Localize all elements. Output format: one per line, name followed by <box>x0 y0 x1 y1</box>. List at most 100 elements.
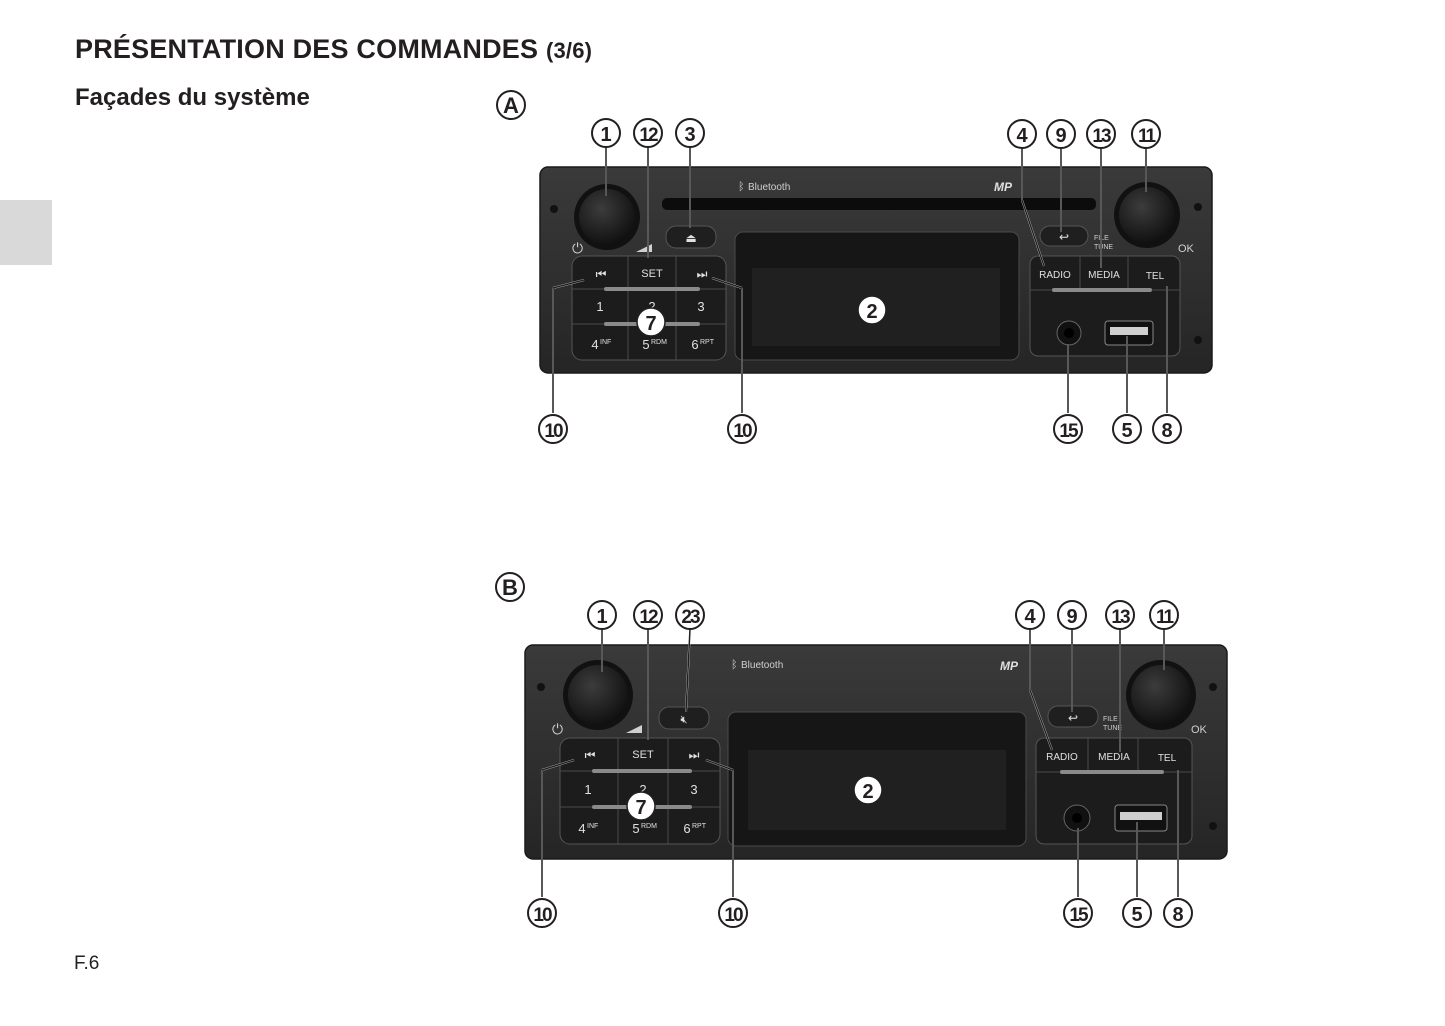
callout-number: 11 <box>1138 126 1157 147</box>
page-number: F.6 <box>74 953 100 974</box>
prev-track-icon[interactable]: ⏮ <box>596 267 607 281</box>
preset-6-sub: RPT <box>692 823 707 830</box>
preset-keypad <box>559 737 721 845</box>
preset-2-button[interactable]: 2 <box>639 782 646 797</box>
callout-number: 1 <box>596 606 607 628</box>
callout-number: 5 <box>1131 904 1142 926</box>
power-icon: ⏻ <box>572 240 583 256</box>
select-knob[interactable] <box>1119 187 1175 243</box>
mute-button[interactable] <box>658 706 710 730</box>
set-button[interactable]: SET <box>632 749 654 761</box>
callout-number: 1 <box>600 124 611 146</box>
callout: 9 <box>1057 600 1087 630</box>
preset-5-button[interactable]: 5 <box>642 337 649 352</box>
callout: 10 <box>727 414 757 444</box>
screw-icon <box>1209 822 1217 830</box>
ok-label: OK <box>1178 243 1195 255</box>
prev-track-icon[interactable]: ⏮ <box>585 748 596 762</box>
callout: 3 <box>675 118 705 148</box>
preset-5-sub: RDM <box>651 339 667 346</box>
callout-number: 5 <box>1121 420 1132 442</box>
callout: 2 <box>853 775 883 805</box>
screw-icon <box>537 683 545 691</box>
media-button[interactable]: MEDIA <box>1088 270 1120 281</box>
section-subtitle: Façades du système <box>75 84 310 111</box>
callout: 2 <box>857 295 887 325</box>
preset-4-button[interactable]: 4 <box>591 337 598 352</box>
tel-button[interactable]: TEL <box>1158 753 1177 764</box>
callout: 1 <box>591 118 621 148</box>
figure-label: A <box>503 93 519 118</box>
tune-label: TUNE <box>1094 244 1113 251</box>
callout: 10 <box>718 898 748 928</box>
tune-label: TUNE <box>1103 725 1122 732</box>
volume-knob[interactable] <box>568 665 628 725</box>
next-track-icon[interactable]: ⏭ <box>689 748 700 762</box>
radio-unit: Bluetooth ᛒ MP ⏻ ⏏ ⏮ SET ⏭ 1 2 3 <box>539 166 1213 374</box>
bluetooth-icon: ᛒ <box>738 181 745 193</box>
next-track-icon[interactable]: ⏭ <box>697 267 708 281</box>
preset-4-sub: INF <box>587 823 598 830</box>
callout: 10 <box>538 414 568 444</box>
preset-6-button[interactable]: 6 <box>683 821 690 836</box>
preset-1-button[interactable]: 1 <box>584 782 591 797</box>
preset-4-button[interactable]: 4 <box>578 821 585 836</box>
set-button[interactable]: SET <box>641 268 663 280</box>
figure-b: B Bluetooth ᛒ MP ⏻ 🔇︎ ⏮ SET <box>495 572 1228 928</box>
callout: 8 <box>1163 898 1193 928</box>
callout-number: 10 <box>533 905 552 926</box>
preset-6-button[interactable]: 6 <box>691 337 698 352</box>
media-button[interactable]: MEDIA <box>1098 752 1130 763</box>
callout-number: 8 <box>1161 420 1172 442</box>
select-knob[interactable] <box>1131 665 1191 725</box>
radio-unit: Bluetooth ᛒ MP ⏻ 🔇︎ ⏮ SET ⏭ 1 2 3 4 INF <box>524 644 1228 860</box>
callout-number: 11 <box>1156 607 1175 628</box>
preset-3-button[interactable]: 3 <box>690 782 697 797</box>
screw-icon <box>1194 203 1202 211</box>
callout-number: 7 <box>645 313 656 335</box>
ok-label: OK <box>1191 724 1208 736</box>
preset-6-sub: RPT <box>700 339 715 346</box>
file-label: FILE <box>1103 716 1118 723</box>
callout-number: 15 <box>1069 905 1089 926</box>
callout-number: 10 <box>544 421 563 442</box>
callout: 13 <box>1086 119 1116 149</box>
preset-3-button[interactable]: 3 <box>697 299 704 314</box>
preset-5-sub: RDM <box>641 823 657 830</box>
title-part: (3/6) <box>545 38 593 63</box>
bluetooth-label: Bluetooth <box>748 182 790 193</box>
callout-number: 7 <box>635 797 646 819</box>
callout-number: 8 <box>1172 904 1183 926</box>
callout: 11 <box>1149 600 1179 630</box>
figure-a: A Bluetooth ᛒ MP ⏻ ⏏ <box>496 90 1213 444</box>
mp-logo: MP <box>994 180 1013 194</box>
mute-icon: 🔇︎ <box>681 714 688 726</box>
radio-button[interactable]: RADIO <box>1039 270 1071 281</box>
callout: 23 <box>675 600 705 630</box>
back-icon: ↩ <box>1068 711 1078 725</box>
callout-number: 13 <box>1092 126 1111 147</box>
back-icon: ↩ <box>1059 230 1069 244</box>
callouts-b: 1 12 23 4 9 13 11 10 10 15 5 8 2 7 <box>527 600 1193 928</box>
preset-5-button[interactable]: 5 <box>632 821 639 836</box>
callout-number: 3 <box>684 124 695 146</box>
callout: 7 <box>636 307 666 337</box>
callout-number: 23 <box>681 607 700 628</box>
callout-number: 9 <box>1066 606 1077 628</box>
callout: 5 <box>1122 898 1152 928</box>
back-button[interactable] <box>1039 225 1089 247</box>
tel-button[interactable]: TEL <box>1146 271 1165 282</box>
preset-2-button[interactable]: 2 <box>648 299 655 314</box>
callout-number: 4 <box>1016 125 1028 147</box>
preset-1-button[interactable]: 1 <box>596 299 603 314</box>
callout-number: 13 <box>1111 607 1130 628</box>
power-icon: ⏻ <box>552 721 563 737</box>
callout: 11 <box>1131 119 1161 149</box>
callout: 12 <box>633 118 663 148</box>
callout-number: 9 <box>1055 125 1066 147</box>
chapter-tab <box>0 200 52 265</box>
bluetooth-icon: ᛒ <box>731 659 738 671</box>
radio-button[interactable]: RADIO <box>1046 752 1078 763</box>
callout-number: 10 <box>724 905 743 926</box>
volume-knob[interactable] <box>579 189 635 245</box>
